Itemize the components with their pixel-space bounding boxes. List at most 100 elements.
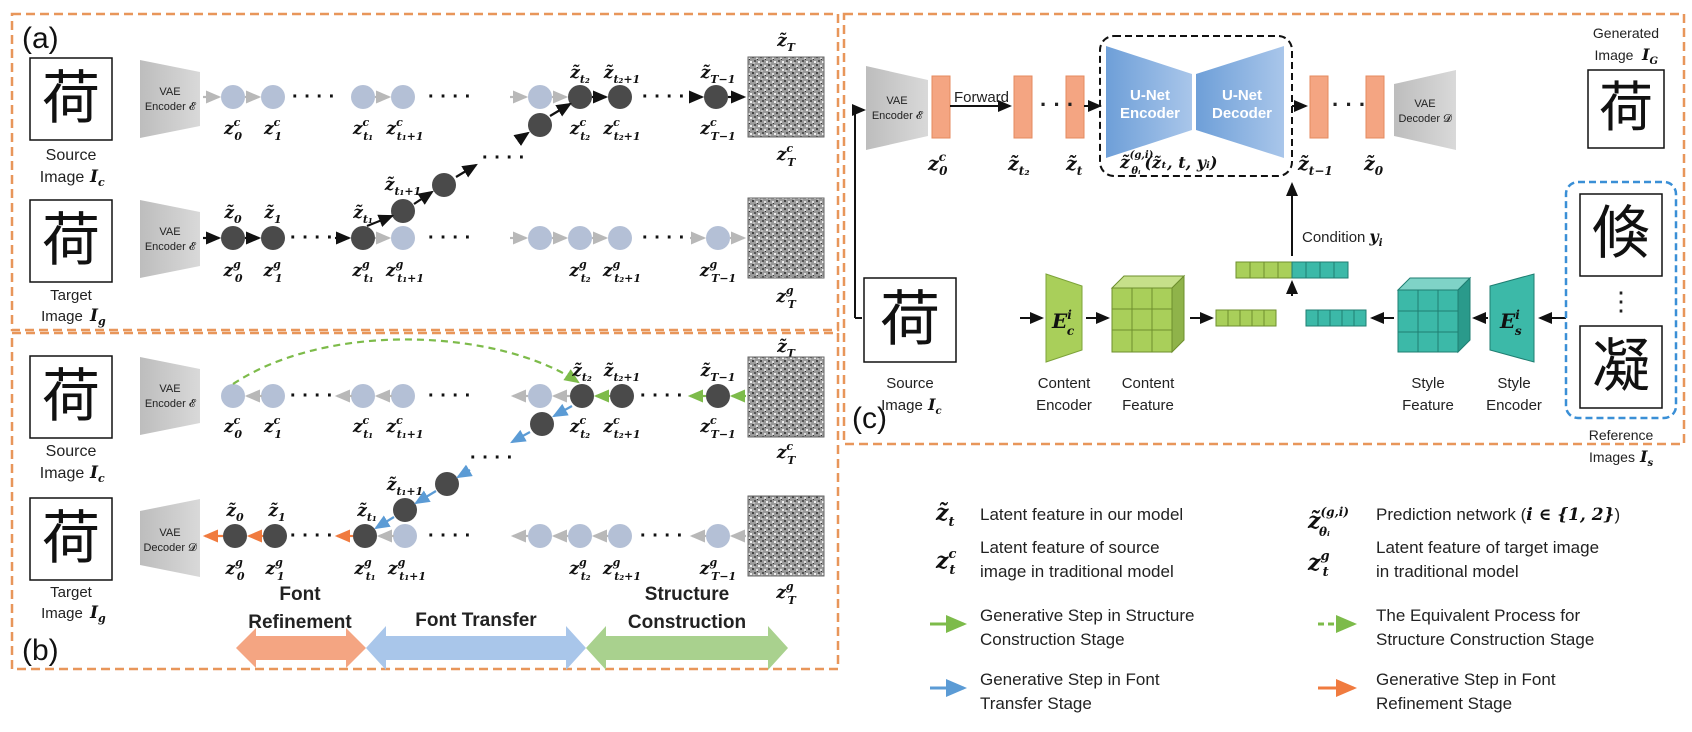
ellipsis-c-2: · · ·	[1332, 92, 1366, 117]
legend-orange-1: Generative Step in Font	[1376, 670, 1556, 689]
content-input-image-box	[863, 277, 957, 363]
reference-image-1	[1579, 193, 1663, 277]
vae-label: VAE	[886, 95, 907, 107]
latent-node-a-diag	[528, 113, 552, 137]
vae-encoder-b	[140, 357, 200, 435]
blue-step-arrow	[456, 464, 473, 479]
target-caption-1: Target	[50, 287, 93, 304]
legend-latent-src-1: Latent feature of source	[980, 538, 1160, 557]
stage-structure-line2: Construction	[628, 612, 746, 633]
chain-ellipsis: · · · ·	[428, 525, 471, 547]
content-feature-cube	[1110, 274, 1186, 354]
latent-node-b-src	[221, 384, 245, 408]
vae-decoder-b	[140, 499, 200, 577]
vae-label: Encoder 𝓔	[145, 241, 197, 253]
legend-latent-tgt-1: Latent feature of target image	[1376, 538, 1599, 557]
latent-node-b-src-dark	[706, 384, 730, 408]
latent-node-b-tgt	[263, 524, 287, 548]
latent-node-b-src-dark	[570, 384, 594, 408]
content-input-glyph: 荷	[880, 285, 940, 355]
reference-group-frame	[1564, 180, 1678, 420]
noise-image-b-bottom	[747, 495, 825, 577]
latent-node-a-src	[528, 85, 552, 109]
content-feature-caption-1: Content	[1122, 375, 1175, 392]
latent-node-a-tgt	[221, 226, 245, 250]
source-caption-1: Source	[46, 147, 97, 164]
legend-pred-net: Prediction network (i ∈ {1, 2})	[1376, 505, 1620, 525]
style-encoder-caption-2: Encoder	[1486, 397, 1542, 414]
vae-label: VAE	[159, 383, 180, 395]
latent-node-b-tgt	[528, 524, 552, 548]
latent-node-b-diag	[393, 498, 417, 522]
label-ztilde-t2: z̃t₂	[569, 63, 590, 86]
unet-decoder-l2: Decoder	[1212, 105, 1272, 122]
latent-node-b-tgt	[353, 524, 377, 548]
chain-ellipsis: · · · ·	[640, 385, 683, 407]
legend-dashed-2: Structure Construction Stage	[1376, 630, 1594, 649]
diag-ellipsis: · · · ·	[470, 447, 513, 469]
chain-ellipsis: · · · ·	[428, 385, 471, 407]
noise-image-b-top	[747, 356, 825, 438]
vae-label: VAE	[159, 226, 180, 238]
unet-encoder-l2: Encoder	[1120, 105, 1180, 122]
legend-blue-1: Generative Step in Font	[980, 670, 1160, 689]
latent-node-a-src	[351, 85, 375, 109]
latent-node-a-src	[221, 85, 245, 109]
latent-node-b-tgt	[608, 524, 632, 548]
content-input-symbol: Ic	[927, 395, 942, 417]
latent-node-b-tgt	[568, 524, 592, 548]
blue-step-arrow	[510, 429, 531, 444]
label-b-ztilde-T: z̃T	[776, 337, 796, 360]
generated-image-box	[1587, 69, 1665, 149]
blue-step-arrow	[414, 490, 437, 505]
diag-arrow	[455, 163, 478, 178]
latent-node-b-src	[351, 384, 375, 408]
reference-ellipsis: ⋮	[1608, 286, 1634, 316]
latent-bar-zt2	[1013, 75, 1033, 139]
content-vector	[1215, 309, 1277, 327]
generated-glyph: 荷	[1599, 76, 1653, 139]
vae-label: Encoder 𝓔	[145, 398, 197, 410]
source-caption-b-1: Source	[46, 443, 97, 460]
reference-glyph-2: 凝	[1592, 332, 1650, 400]
latent-node-a-diag	[432, 173, 456, 197]
latent-node-b-tgt	[223, 524, 247, 548]
source-glyph: 荷	[42, 64, 100, 132]
condition-vector	[1235, 261, 1349, 279]
latent-node-b-src	[391, 384, 415, 408]
style-encoder-caption-1: Style	[1497, 375, 1530, 392]
chain-ellipsis: · · · ·	[290, 525, 333, 547]
reference-caption-1: Reference	[1589, 427, 1654, 443]
stage-arrow-refinement	[236, 628, 366, 668]
latent-node-a-tgt	[568, 226, 592, 250]
panel-a-frame	[10, 12, 840, 332]
unet-encoder	[1106, 46, 1192, 158]
diag-arrow	[366, 214, 395, 228]
vae-label: VAE	[1414, 98, 1435, 110]
reference-symbol: Is	[1639, 447, 1653, 469]
reference-image-2	[1579, 325, 1663, 409]
label-z0: z̃0	[1363, 153, 1384, 178]
latent-node-a-diag	[391, 199, 415, 223]
label-ztilde-1: z̃1	[263, 203, 281, 226]
latent-bar-z0c	[931, 75, 951, 139]
style-feature-caption-2: Feature	[1402, 397, 1454, 414]
source-image-box	[29, 57, 113, 141]
